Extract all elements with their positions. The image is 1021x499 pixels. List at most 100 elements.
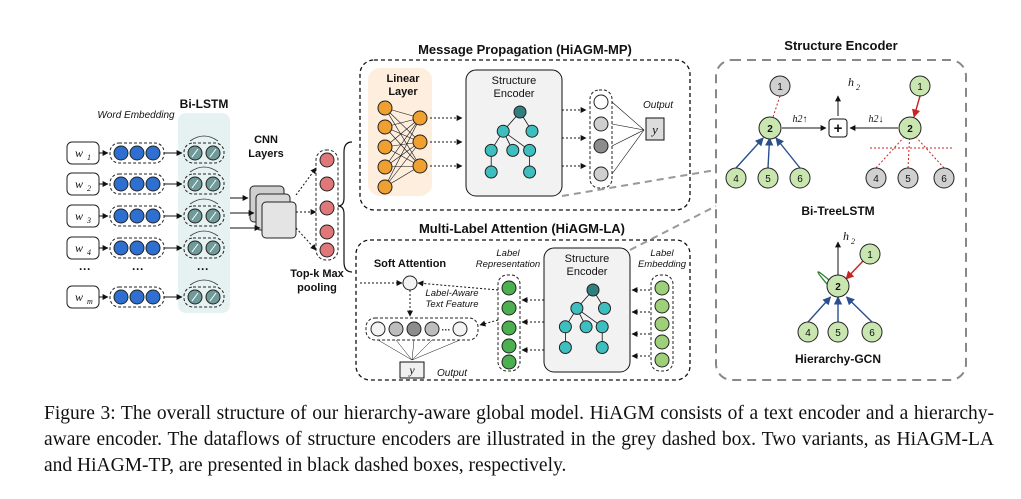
output-node	[593, 138, 609, 154]
label-emb-node	[654, 298, 670, 314]
embedding-node	[145, 176, 161, 192]
tree-node	[595, 320, 609, 334]
label-rep-column	[497, 274, 521, 372]
la-structure-label: Structure	[565, 253, 610, 265]
embedding-ellipsis: ···	[132, 262, 144, 276]
label-embedding-column	[650, 274, 674, 372]
pooling-label: pooling	[297, 282, 337, 294]
lstm-slash	[209, 179, 217, 189]
layer-label: Layer	[388, 86, 418, 98]
mp-title: Message Propagation (HiAGM-MP)	[418, 42, 632, 57]
embedding-node	[129, 240, 145, 256]
words-ellipsis: ···	[79, 262, 91, 276]
word-subscript: 2	[87, 184, 91, 193]
linear-output-node	[412, 134, 428, 150]
feature-to-y-line	[411, 339, 461, 361]
node-label: 6	[869, 328, 875, 339]
leaf-node	[933, 167, 955, 189]
output-node	[593, 166, 609, 182]
embedding-node	[129, 289, 145, 305]
cnn-label: CNN	[254, 134, 278, 146]
attention-node	[402, 275, 418, 291]
word-token: w	[75, 290, 83, 304]
la-encoder-label: Encoder	[567, 266, 608, 278]
hiagm-mp-panel: Message Propagation (HiAGM-MP) Linear La…	[359, 42, 691, 211]
rep-to-attention-arrow	[417, 280, 499, 291]
lstm-slash	[191, 211, 199, 221]
linear-input-node	[377, 179, 393, 195]
embedding-node	[113, 289, 129, 305]
node-1	[909, 75, 931, 97]
node-2	[826, 274, 850, 298]
output-node	[593, 94, 609, 110]
linear-input-node	[377, 100, 393, 116]
embedding-node	[145, 289, 161, 305]
embedding-node	[129, 208, 145, 224]
label-rep-node	[501, 300, 517, 316]
lstm-slash	[191, 148, 199, 158]
linear-edge	[384, 141, 421, 188]
node-label: 6	[797, 174, 803, 185]
la-text-feature-label-2: Text Feature	[426, 299, 479, 310]
label-rep-node	[501, 320, 517, 336]
linear-output-node	[412, 158, 428, 174]
tree-node	[484, 165, 498, 179]
node-label: 4	[873, 174, 879, 185]
output-to-y-line	[611, 129, 645, 147]
tree-node	[496, 124, 510, 138]
la-feature-row	[365, 317, 479, 341]
embedding-node	[113, 176, 129, 192]
leaf-node	[827, 321, 849, 343]
node-label: 1	[917, 82, 923, 93]
label-emb-node	[654, 316, 670, 332]
node-label: 1	[867, 250, 873, 261]
linear-input-node	[377, 159, 393, 175]
blue-arrow	[765, 137, 774, 169]
bilstm-label: Bi-LSTM	[180, 97, 229, 111]
cnn-to-pool-arrow	[295, 167, 317, 196]
feature-to-y-line	[411, 339, 415, 361]
mp-output-label: Output	[643, 100, 674, 111]
node-label: 4	[805, 328, 811, 339]
lstm-box	[183, 142, 225, 164]
node-label: 5	[835, 328, 841, 339]
tree-node	[598, 301, 611, 315]
leaf-node	[789, 167, 811, 189]
leaf-node	[865, 167, 887, 189]
label-emb-node	[654, 352, 670, 368]
pool-node	[319, 152, 335, 168]
label-emb-node	[654, 280, 670, 296]
self-loop	[817, 271, 830, 285]
node-label: 6	[941, 174, 947, 185]
la-feature-node	[388, 321, 404, 337]
figure-caption: Figure 3: The overall structure of our h…	[44, 403, 994, 476]
linear-input-node	[377, 139, 393, 155]
word-token: w	[75, 241, 83, 255]
label-emb-label-2: Embedding	[638, 259, 687, 270]
node-label: 2	[835, 282, 841, 293]
cnn-layers-label: Layers	[248, 148, 283, 160]
embedding-node	[129, 145, 145, 161]
la-feature-ellipsis: ···	[442, 325, 451, 335]
feature-to-y-line	[411, 339, 433, 361]
hiagm-la-panel: Multi-Label Attention (HiAGM-LA) Soft At…	[355, 221, 691, 381]
pool-node	[319, 224, 335, 240]
cnn-layer	[261, 201, 297, 239]
dashed-red-edge	[772, 95, 781, 118]
leaf-node	[797, 321, 819, 343]
node-label: 1	[777, 82, 783, 93]
lstm-recurrence	[189, 279, 219, 286]
embedding-node	[113, 240, 129, 256]
lstm-box	[183, 286, 225, 308]
gcn-label: Hierarchy-GCN	[795, 352, 881, 366]
leaf-node	[897, 167, 919, 189]
node-2	[898, 116, 922, 140]
leaf-node	[757, 167, 779, 189]
output-to-y-line	[611, 101, 645, 131]
pool-node	[319, 200, 335, 216]
dashed-red-edge	[916, 137, 945, 169]
label-rep-label-2: Representation	[476, 259, 540, 270]
cnn-to-pool-arrow	[295, 227, 317, 251]
output-to-y-line	[611, 123, 645, 131]
label-rep-node	[501, 354, 517, 370]
